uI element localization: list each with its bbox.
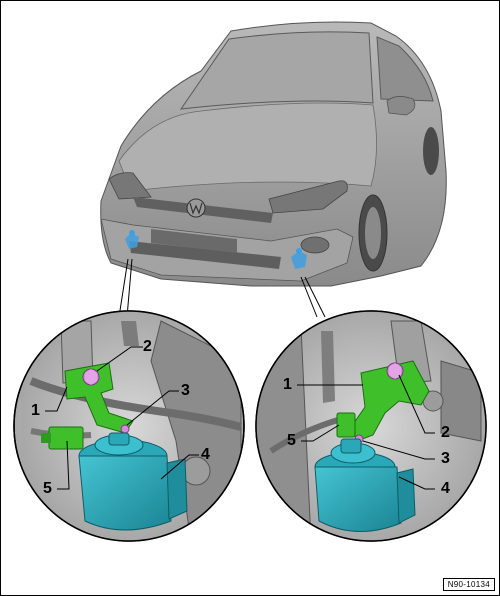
right-callout-5: 5 <box>287 432 296 449</box>
horn-position-left-highlight <box>125 230 139 249</box>
right-bracket <box>350 360 430 442</box>
figure-reference-code: N90-10134 <box>442 578 495 591</box>
right-horn <box>314 438 416 532</box>
left-callout-1: 1 <box>31 402 40 419</box>
right-detail-view <box>255 310 487 542</box>
left-bolt-top <box>82 368 100 386</box>
right-callout-3: 3 <box>441 450 450 467</box>
right-connector <box>336 412 356 438</box>
horn-position-right-highlight <box>291 248 307 269</box>
left-callout-4: 4 <box>201 446 210 463</box>
left-detail-view <box>13 310 245 542</box>
car-illustration <box>100 21 447 287</box>
left-connector <box>48 426 84 450</box>
left-callout-3: 3 <box>181 382 190 399</box>
right-bolt-top <box>386 362 404 380</box>
right-callout-1: 1 <box>283 376 292 393</box>
left-bolt-lower <box>120 424 130 434</box>
left-horn <box>78 432 188 531</box>
detail-leader-lines <box>118 258 326 318</box>
right-callout-2: 2 <box>441 424 450 441</box>
left-callout-2: 2 <box>143 338 152 355</box>
left-bracket <box>64 362 134 434</box>
left-callout-5: 5 <box>43 480 52 497</box>
right-callout-4: 4 <box>441 480 450 497</box>
